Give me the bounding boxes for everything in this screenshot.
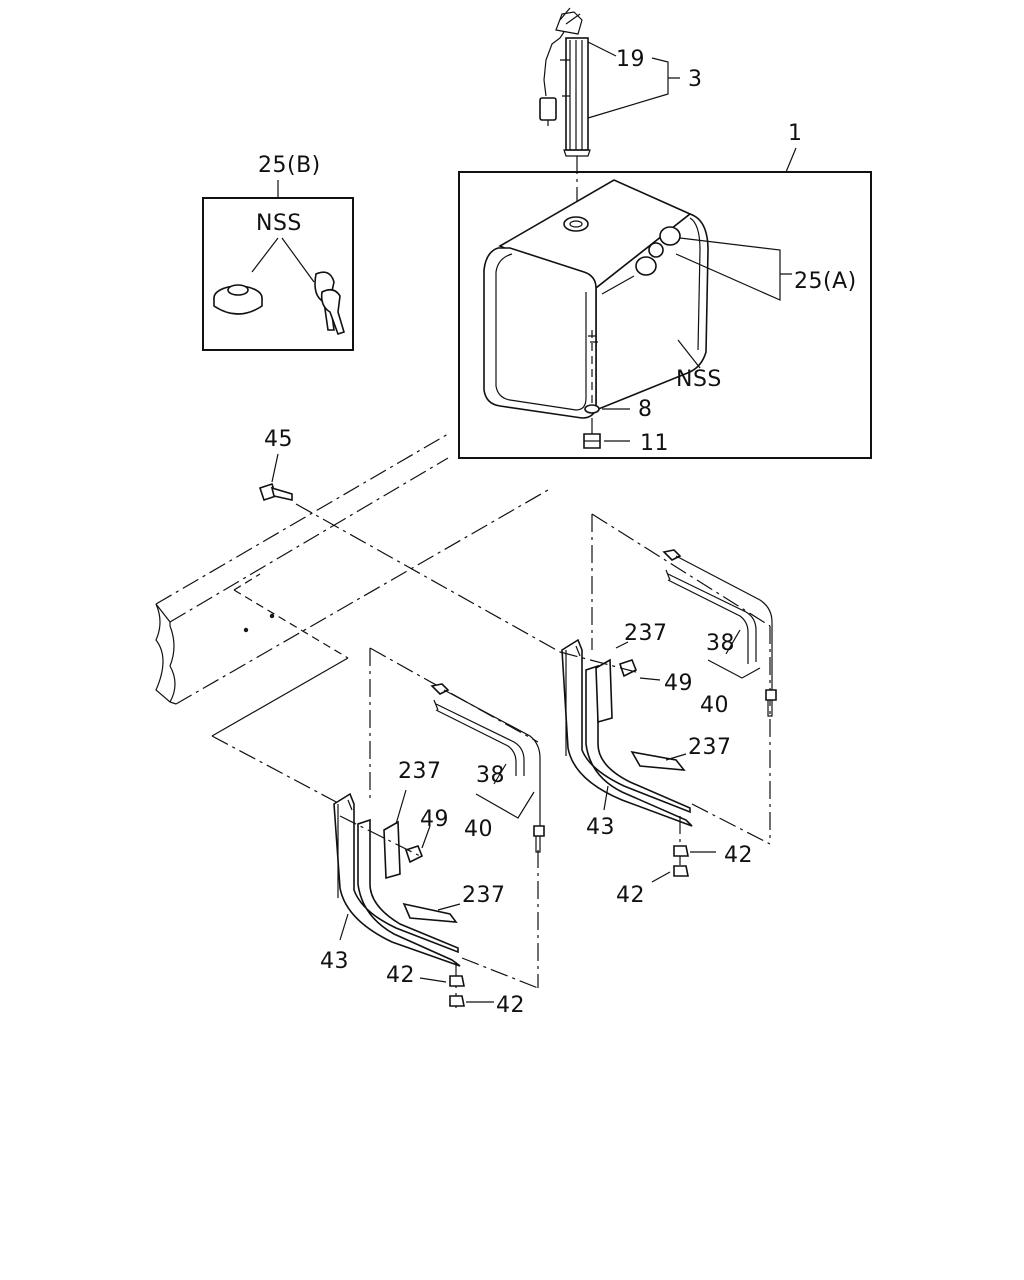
- label-38-right: 38: [706, 631, 735, 656]
- label-43-left: 43: [320, 949, 349, 974]
- frame-rail: [155, 433, 549, 737]
- right-bracket-assembly: [559, 513, 777, 877]
- label-42-left-1: 42: [386, 963, 415, 988]
- cap-key-frame: [202, 197, 354, 351]
- label-49-left: 49: [420, 807, 449, 832]
- washer-8: [584, 404, 600, 414]
- fuel-tank: [483, 179, 709, 419]
- fuel-sender-unit: [539, 7, 591, 157]
- fuel-cap: [213, 284, 263, 315]
- bolt-45: [258, 482, 293, 502]
- label-11: 11: [640, 431, 669, 456]
- label-nss-tank: NSS: [676, 367, 722, 392]
- label-237-right-top: 237: [624, 621, 668, 646]
- label-19: 19: [616, 47, 645, 72]
- label-40-left: 40: [464, 817, 493, 842]
- label-nss-cap: NSS: [256, 211, 302, 236]
- label-43-right: 43: [586, 815, 615, 840]
- label-237-right-bottom: 237: [688, 735, 732, 760]
- label-237-left-top: 237: [398, 759, 442, 784]
- label-42-right-2: 42: [616, 883, 645, 908]
- left-bracket-assembly: [211, 647, 545, 1008]
- label-42-left-2: 42: [496, 993, 525, 1018]
- key: [314, 271, 345, 336]
- tank-group-frame: [458, 171, 872, 459]
- label-8: 8: [638, 397, 653, 422]
- label-40-right: 40: [700, 693, 729, 718]
- label-45: 45: [264, 427, 293, 452]
- label-38-left: 38: [476, 763, 505, 788]
- label-25a: 25(A): [794, 269, 857, 294]
- label-3: 3: [688, 67, 703, 92]
- label-237-left-bottom: 237: [462, 883, 506, 908]
- label-49-right: 49: [664, 671, 693, 696]
- label-1: 1: [788, 121, 803, 146]
- label-42-right-1: 42: [724, 843, 753, 868]
- label-25b: 25(B): [258, 153, 321, 178]
